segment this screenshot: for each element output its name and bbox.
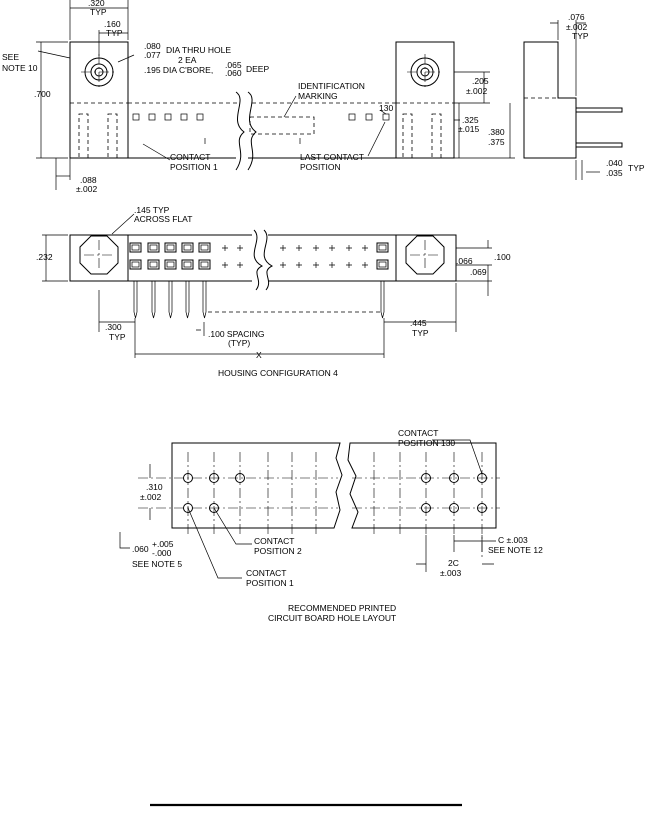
svg-text:TYP: TYP: [90, 7, 107, 17]
side-pin-lower: [576, 142, 623, 148]
svg-text:.375: .375: [488, 137, 505, 147]
svg-text:DIA THRU HOLE: DIA THRU HOLE: [166, 45, 231, 55]
svg-text:±.002: ±.002: [76, 184, 97, 194]
last-contact-number: 130: [379, 103, 393, 113]
svg-text:.065: .065: [225, 60, 242, 70]
svg-text:±.002: ±.002: [140, 492, 161, 502]
hole-callout: .080: [144, 41, 161, 51]
svg-text:TYP: TYP: [106, 28, 123, 38]
svg-text:POSITION 2: POSITION 2: [254, 546, 302, 556]
identification-marking-box: [249, 116, 315, 135]
spacing-callout: .100 SPACING: [208, 329, 265, 339]
svg-text:-.000: -.000: [152, 548, 172, 558]
svg-text:(TYP): (TYP): [228, 338, 250, 348]
svg-text:NOTE 10: NOTE 10: [2, 63, 38, 73]
dim-040: .040: [606, 158, 623, 168]
svg-text:DEEP: DEEP: [246, 64, 269, 74]
svg-text:SEE NOTE 12: SEE NOTE 12: [488, 545, 543, 555]
dim-380: .380: [488, 127, 505, 137]
svg-text:.035: .035: [606, 168, 623, 178]
svg-text:.060: .060: [225, 68, 242, 78]
side-profile: [523, 41, 577, 159]
dim-2c: 2C: [448, 558, 459, 568]
see-note-10: SEE: [2, 52, 19, 62]
dim-088: .088: [80, 175, 97, 185]
svg-text:SEE NOTE 5: SEE NOTE 5: [132, 559, 182, 569]
svg-text:POSITION 1: POSITION 1: [246, 578, 294, 588]
svg-text:.195 DIA C'BORE,: .195 DIA C'BORE,: [144, 65, 213, 75]
dim-320: .320: [88, 0, 105, 8]
side-view: .076 ±.002 TYP .040 .035 TYP: [523, 12, 645, 180]
svg-text:±.003: ±.003: [440, 568, 461, 578]
svg-text:ACROSS FLAT: ACROSS FLAT: [134, 214, 192, 224]
svg-text:TYP: TYP: [109, 332, 126, 342]
dim-445: .445: [410, 318, 427, 328]
svg-text:2 EA: 2 EA: [178, 55, 197, 65]
svg-text:POSITION 1: POSITION 1: [170, 162, 218, 172]
dim-700: .700: [34, 89, 51, 99]
side-pin-upper: [576, 107, 623, 113]
contact-position-1-pcb-label: CONTACT: [246, 568, 286, 578]
across-flat-callout: .145 TYP: [134, 205, 170, 215]
svg-text:TYP: TYP: [628, 163, 645, 173]
dim-160: .160: [104, 19, 121, 29]
last-contact-position-label: LAST CONTACT: [300, 152, 364, 162]
svg-text:±.002: ±.002: [466, 86, 487, 96]
mounting-flat-right: [405, 235, 445, 275]
dim-060: .060: [132, 544, 149, 554]
svg-text:±.015: ±.015: [458, 124, 479, 134]
contact-pins: [133, 281, 385, 319]
contact-position-2-label: CONTACT: [254, 536, 294, 546]
svg-text:+.005: +.005: [152, 539, 174, 549]
svg-text:POSITION: POSITION: [300, 162, 341, 172]
svg-text:MARKING: MARKING: [298, 91, 338, 101]
dim-100: .100: [494, 252, 511, 262]
pcb-layout: CONTACT POSITION 130 .310 ±.002 CONTACT …: [119, 428, 543, 623]
contact-square: [132, 113, 140, 121]
dim-300: .300: [105, 322, 122, 332]
contact-position-1-label: CONTACT: [170, 152, 210, 162]
svg-text:.077: .077: [144, 50, 161, 60]
svg-text:±.002: ±.002: [566, 22, 587, 32]
dim-076: .076: [568, 12, 585, 22]
dim-205: .205: [472, 76, 489, 86]
contact-cavities: [129, 242, 389, 270]
break-line: [235, 91, 245, 171]
dim-069: .069: [470, 267, 487, 277]
contact-position-130-label: CONTACT: [398, 428, 438, 438]
mounting-flat-left: [79, 235, 119, 275]
dim-c: C ±.003: [498, 535, 528, 545]
dim-310: .310: [146, 482, 163, 492]
front-view: .145 TYP ACROSS FLAT .232 .066 .100 .069…: [36, 205, 511, 378]
pcb-caption: RECOMMENDED PRINTED: [288, 603, 396, 613]
dim-066: .066: [456, 256, 473, 266]
housing-caption: HOUSING CONFIGURATION 4: [218, 368, 338, 378]
svg-text:TYP: TYP: [572, 31, 589, 41]
right-end-block: [395, 41, 455, 159]
dim-x: X: [256, 350, 262, 360]
dim-325: .325: [462, 115, 479, 125]
svg-text:POSITION 130: POSITION 130: [398, 438, 455, 448]
svg-text:TYP: TYP: [412, 328, 429, 338]
identification-label: IDENTIFICATION: [298, 81, 365, 91]
svg-text:CIRCUIT BOARD HOLE LAYOUT: CIRCUIT BOARD HOLE LAYOUT: [268, 613, 396, 623]
pcb-holes: [183, 473, 487, 513]
top-view: .320 TYP .160 TYP SEE NOTE 10 .080 .077 …: [2, 0, 515, 194]
dim-232: .232: [36, 252, 53, 262]
